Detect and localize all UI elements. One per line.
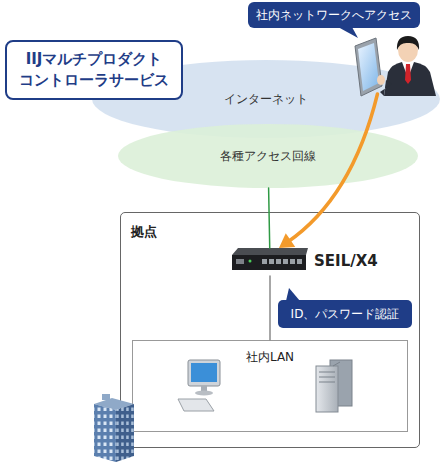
node-label: 社内LAN xyxy=(133,349,407,366)
router-icon xyxy=(232,248,308,270)
building-icon xyxy=(94,394,134,462)
node-label: SEIL/X4 xyxy=(314,252,378,270)
lan-box: 社内LAN xyxy=(132,340,408,432)
node-label: IIJマルチプロダクト コントローラサービス xyxy=(7,49,181,91)
node-label: 各種アクセス回線 xyxy=(220,148,316,165)
access-line xyxy=(269,188,270,248)
site-box: 拠点 SEIL/X4ID、パスワード認証社内LAN xyxy=(120,212,420,448)
arrow-head xyxy=(279,233,295,248)
service-box: IIJマルチプロダクト コントローラサービス xyxy=(5,40,183,100)
pc-icon xyxy=(178,360,220,411)
access-line-band: 各種アクセス回線 xyxy=(118,124,418,188)
node-label: 社内ネットワークへアクセス xyxy=(248,2,420,28)
auth-callout: ID、パスワード認証 xyxy=(278,300,412,328)
node-label: ID、パスワード認証 xyxy=(291,306,400,323)
node-label: 拠点 xyxy=(131,223,157,241)
router-node: SEIL/X4 xyxy=(230,248,310,276)
server-icon xyxy=(316,360,352,412)
lan-line xyxy=(269,276,271,340)
node-label: インターネット xyxy=(224,91,308,108)
callout-pointer xyxy=(338,27,358,38)
ellipse-shape xyxy=(118,124,418,188)
